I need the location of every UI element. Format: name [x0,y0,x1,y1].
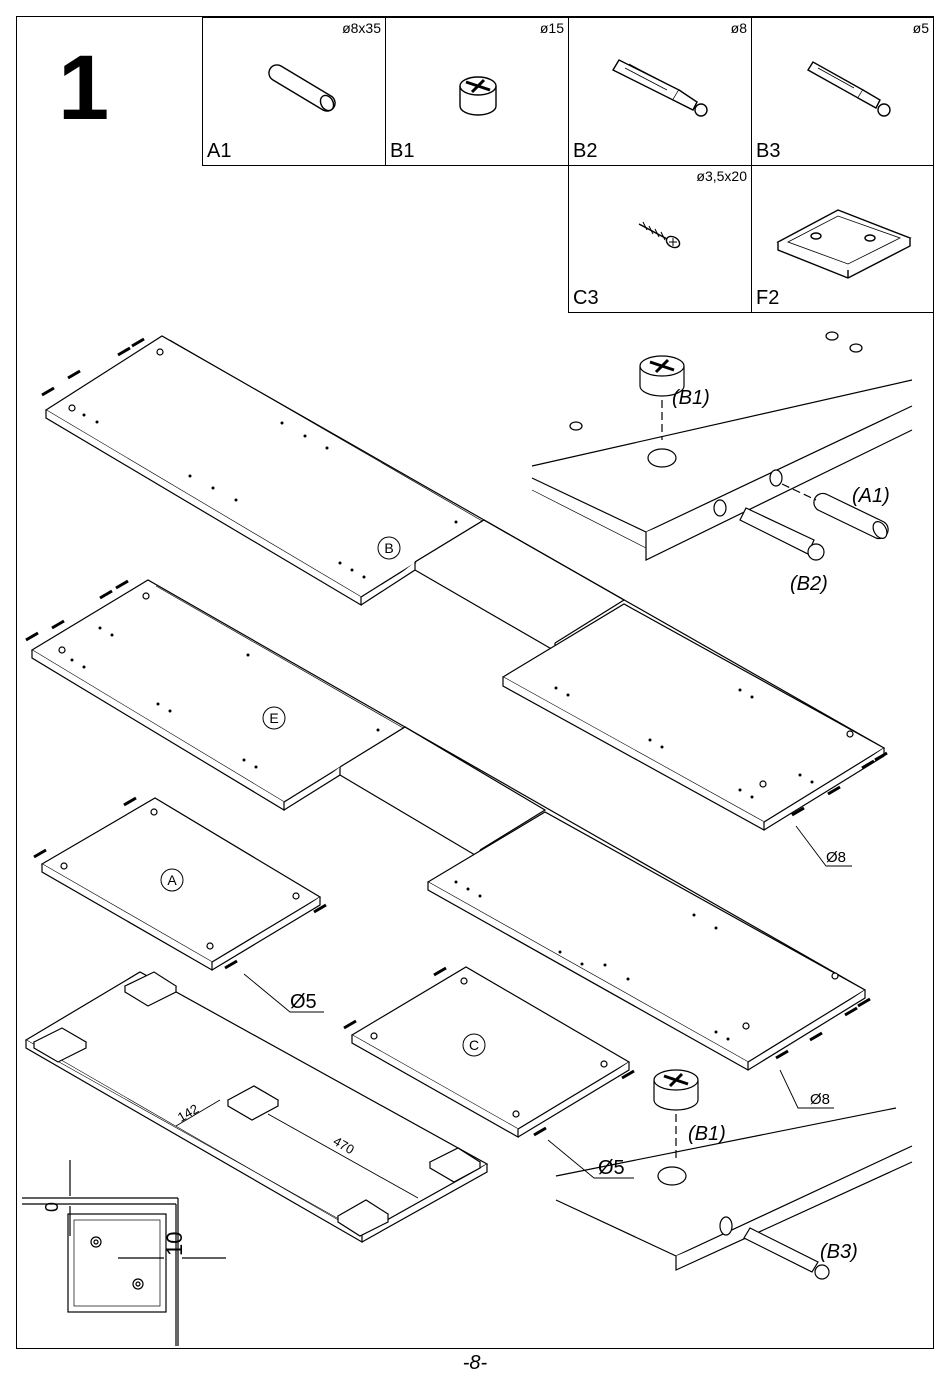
dimension-labels: Ø8 Ø8 Ø5 Ø5 142 470 0 10 [42,849,846,1256]
felt-pad-br [336,1199,390,1237]
dim-d8-lower: Ø8 [810,1091,830,1108]
part-dim: ø8 [730,20,747,36]
detail-upper-panel [531,331,913,561]
panel-label-b: B [384,540,393,556]
screw-icon [638,221,681,249]
long-divider-strip [414,519,885,749]
callout-b1-top: (B1) [672,387,710,409]
panel-c [342,966,636,1139]
callout-b1-bottom: (B1) [688,1123,726,1145]
bottom-panel [24,971,489,1244]
part-code: B2 [573,140,598,162]
panel-e [24,579,407,812]
part-dim: ø8x35 [342,20,381,36]
callout-labels: (B1) (A1) (B2) (B1) (B3) [672,387,890,1263]
part-code: B1 [390,140,415,162]
felt-pad-mid [226,1085,280,1121]
parts-table-frame-lines [202,165,569,166]
panel-label-e: E [269,710,278,726]
dim-d5-a: Ø5 [290,991,317,1013]
part-dim: ø5 [912,20,929,36]
panel-label-c: C [469,1037,479,1053]
felt-pad-bl [32,1027,88,1063]
cam-bolt-short-icon [807,61,891,117]
cam-bolt-b2 [739,507,825,561]
callout-b2: (B2) [790,573,828,595]
page-number: -8- [462,1352,488,1374]
panel-b [40,335,486,607]
side-panel-upper [501,603,889,832]
dim-d8-upper: Ø8 [826,849,846,866]
dim-d5-c: Ø5 [598,1157,625,1179]
cam-lock-top [639,355,685,397]
callout-b3: (B3) [820,1241,858,1263]
panel-label-a: A [167,872,177,888]
dim-detail-side: 10 [162,1232,187,1256]
page-frame [16,16,934,1349]
leader-lines [175,825,852,1199]
part-dim: ø3,5x20 [696,168,747,184]
wooden-dowel-icon [268,64,336,112]
felt-pad-tl [123,971,178,1007]
panel-labels: B E A C [160,536,486,1057]
detail-lower-panel [555,1069,913,1280]
cam-lock-bottom [653,1069,699,1111]
felt-pad-tr [428,1147,482,1183]
pad-placement-detail [22,1160,226,1346]
felt-pad-icon [776,209,912,279]
part-dim: ø15 [539,20,564,36]
part-code: C3 [573,287,599,309]
dowel-a1 [813,492,889,540]
side-panel-lower [426,811,872,1072]
cam-bolt-b3 [743,1227,830,1280]
cam-bolt-long-icon [612,59,708,117]
dim-detail-top: 0 [42,1202,62,1212]
callout-a1: (A1) [852,485,890,507]
part-code: B3 [756,140,781,162]
cam-lock-icon [459,76,497,116]
step-number: 1 [58,37,110,139]
part-code: F2 [756,287,780,309]
part-code: A1 [207,140,232,162]
part-cell-f2: F2 [751,165,934,313]
